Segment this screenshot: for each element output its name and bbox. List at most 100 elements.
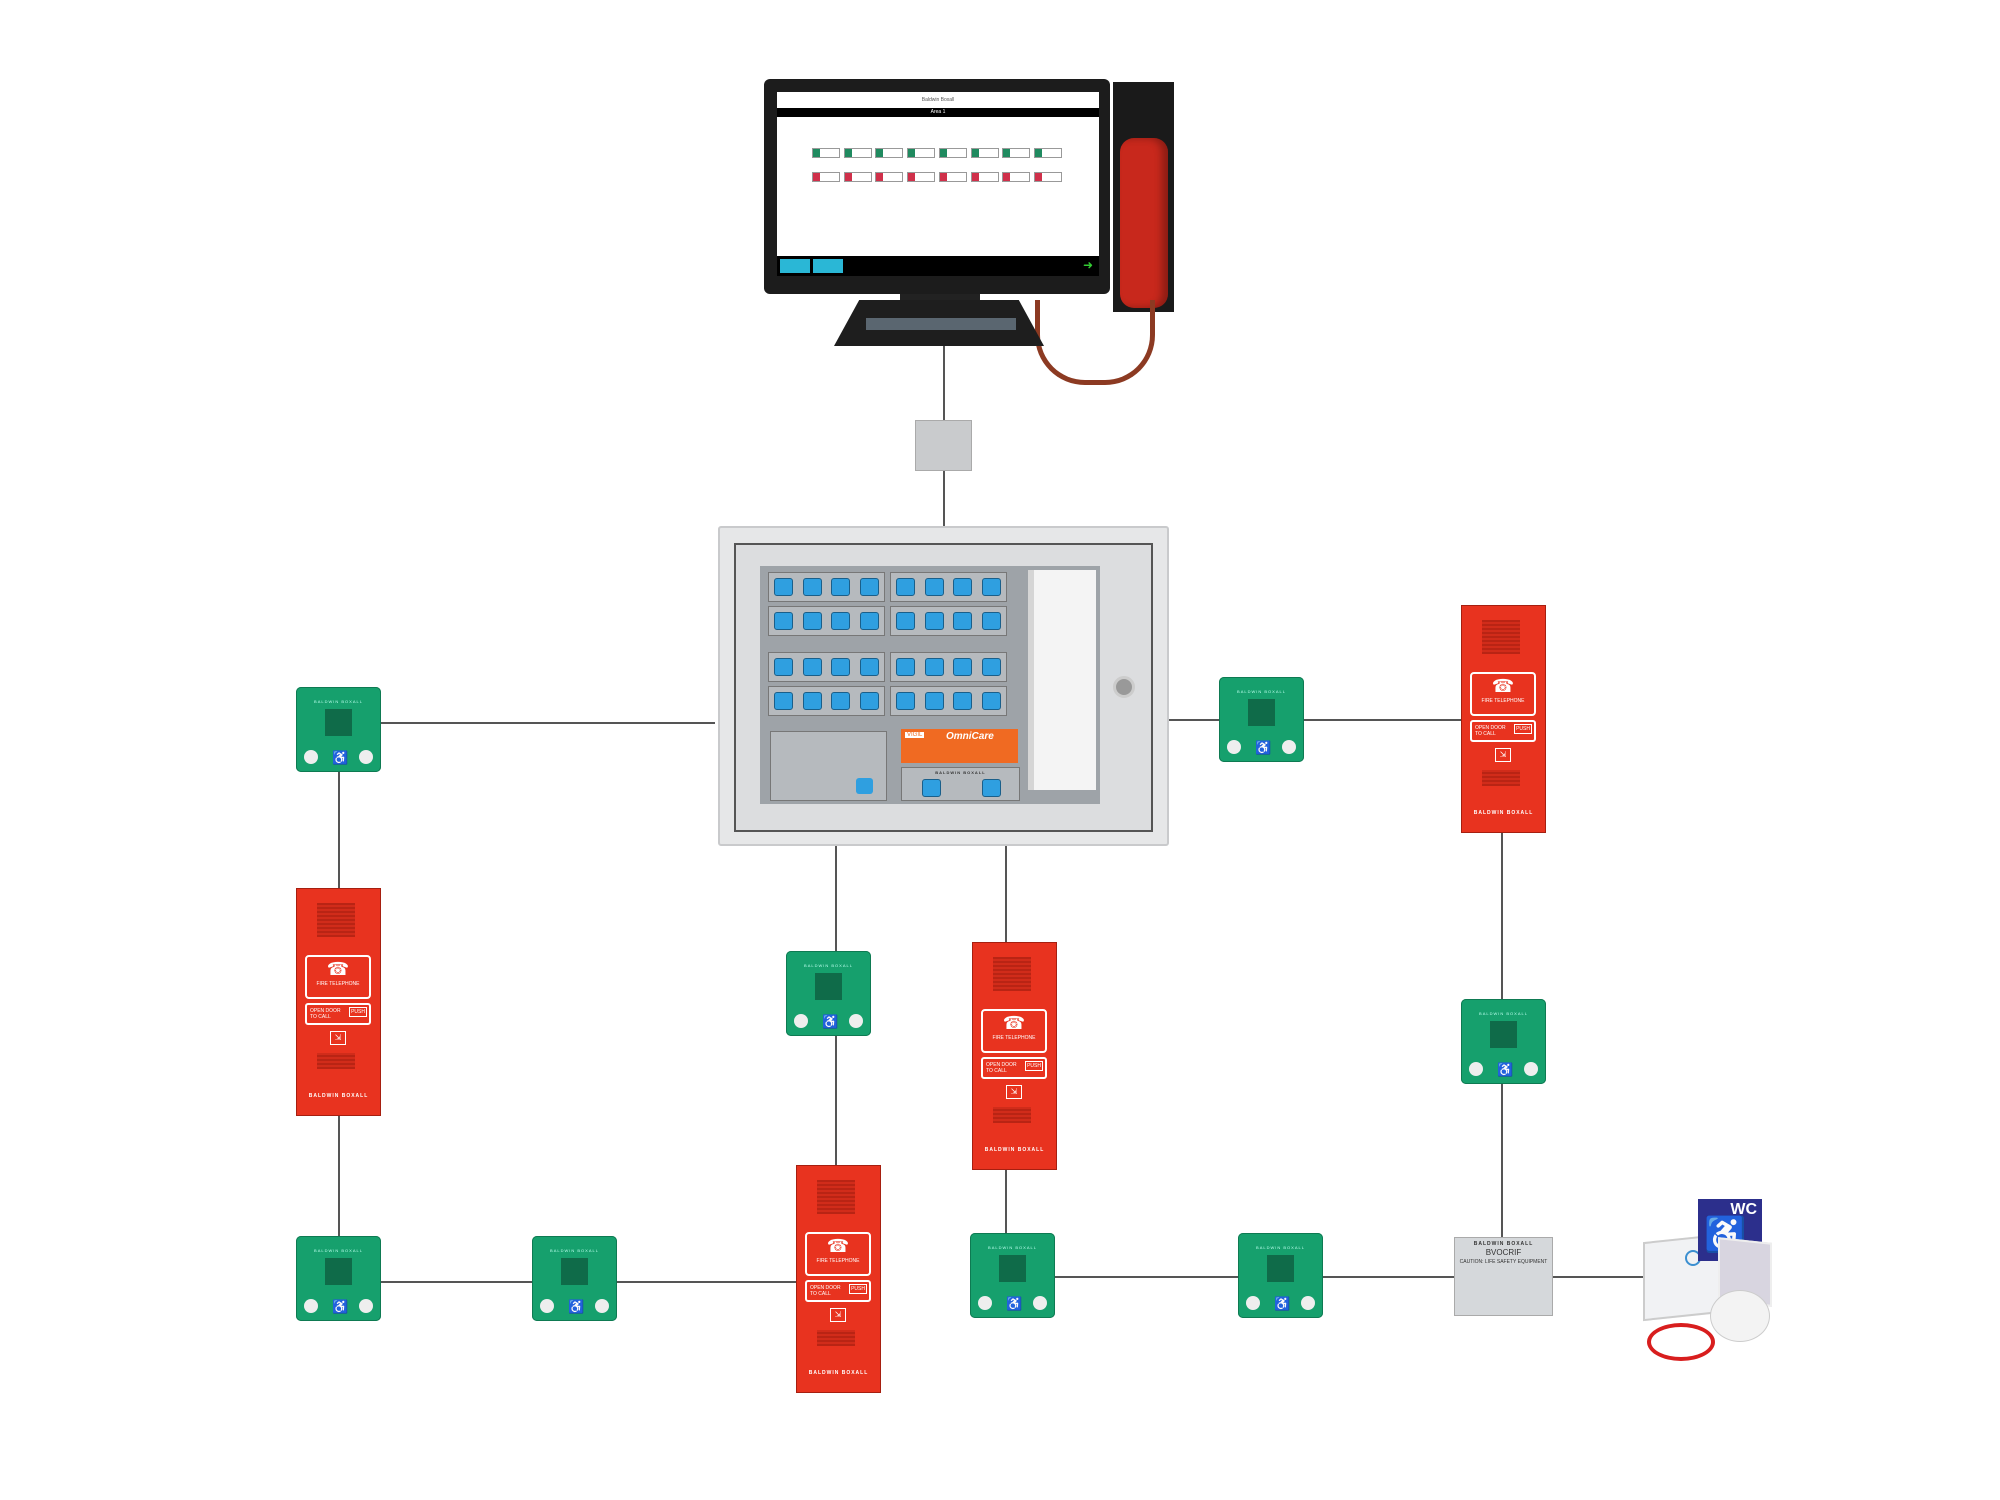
call-button[interactable] <box>794 1014 808 1028</box>
zone-button[interactable] <box>860 578 880 596</box>
zone-button[interactable] <box>953 692 973 710</box>
zone-button[interactable] <box>924 692 944 710</box>
zone-tile[interactable] <box>812 148 840 158</box>
key-lock-icon[interactable] <box>1113 676 1135 698</box>
fire-telephone-unit[interactable]: ☎ FIRE TELEPHONE OPEN DOOR TO CALL PUSH … <box>796 1165 881 1393</box>
zone-tile[interactable] <box>938 172 967 182</box>
talk-button[interactable] <box>1282 740 1296 754</box>
zone-button[interactable] <box>924 578 944 596</box>
red-handset[interactable] <box>1120 138 1168 308</box>
zone-tile[interactable] <box>875 172 904 182</box>
outstation-unit[interactable]: BALDWIN BOXALL ♿ <box>532 1236 617 1321</box>
outstation-unit[interactable]: BALDWIN BOXALL ♿ <box>296 1236 381 1321</box>
zone-button[interactable] <box>860 612 880 630</box>
monitor-screen[interactable]: Baldwin Boxall Area 1 ➜ <box>777 92 1099 276</box>
talk-button[interactable] <box>595 1299 609 1313</box>
zone-tile[interactable] <box>875 148 904 158</box>
outstation-unit[interactable]: BALDWIN BOXALL ♿ <box>296 687 381 772</box>
zone-button[interactable] <box>802 578 822 596</box>
zone-button[interactable] <box>953 578 973 596</box>
cable <box>381 722 715 724</box>
telephone-icon: ☎ <box>1491 676 1515 696</box>
wheelchair-icon: ♿ <box>1255 740 1272 755</box>
talk-button[interactable] <box>1033 1296 1047 1310</box>
zone-tile[interactable] <box>1002 148 1031 158</box>
zone-tile[interactable] <box>1033 148 1062 158</box>
zone-button[interactable] <box>831 658 851 676</box>
zone-button[interactable] <box>895 658 915 676</box>
call-button[interactable] <box>540 1299 554 1313</box>
panel-button[interactable] <box>982 779 1001 797</box>
zone-tile[interactable] <box>1002 172 1031 182</box>
talk-button[interactable] <box>1301 1296 1315 1310</box>
zone-button[interactable] <box>895 692 915 710</box>
unit-brand: BALDWIN BOXALL <box>988 1245 1037 1250</box>
outstation-unit[interactable]: BALDWIN BOXALL ♿ <box>970 1233 1055 1318</box>
call-button[interactable] <box>1469 1062 1483 1076</box>
panel-brand: BALDWIN BOXALL <box>935 770 986 775</box>
zone-button[interactable] <box>831 578 851 596</box>
zone-tile[interactable] <box>812 172 840 182</box>
zone-button[interactable] <box>773 692 793 710</box>
zone-button[interactable] <box>773 578 793 596</box>
panel-handset[interactable] <box>1028 570 1096 790</box>
fire-telephone-unit[interactable]: ☎ FIRE TELEPHONE OPEN DOOR TO CALL PUSH … <box>1461 605 1546 833</box>
call-button[interactable] <box>1246 1296 1260 1310</box>
pull-cord[interactable] <box>1647 1323 1715 1361</box>
screen-button-1[interactable] <box>780 259 810 273</box>
call-button[interactable] <box>978 1296 992 1310</box>
zone-tile[interactable] <box>970 172 999 182</box>
zone-button[interactable] <box>773 612 793 630</box>
zone-button[interactable] <box>895 612 915 630</box>
talk-button[interactable] <box>849 1014 863 1028</box>
zone-button[interactable] <box>802 612 822 630</box>
outstation-unit[interactable]: BALDWIN BOXALL ♿ <box>1461 999 1546 1084</box>
call-button[interactable] <box>304 1299 318 1313</box>
zone-button[interactable] <box>982 612 1002 630</box>
zone-button[interactable] <box>860 658 880 676</box>
fire-telephone-unit[interactable]: ☎ FIRE TELEPHONE OPEN DOOR TO CALL PUSH … <box>972 942 1057 1170</box>
open-door-label[interactable]: OPEN DOOR TO CALL PUSH <box>981 1057 1047 1079</box>
zone-button[interactable] <box>924 612 944 630</box>
zone-tile[interactable] <box>907 172 936 182</box>
panel-button[interactable] <box>856 778 873 794</box>
zone-button[interactable] <box>802 658 822 676</box>
outstation-unit[interactable]: BALDWIN BOXALL ♿ <box>1238 1233 1323 1318</box>
zone-button[interactable] <box>831 612 851 630</box>
zone-button[interactable] <box>895 578 915 596</box>
fire-telephone-unit[interactable]: ☎ FIRE TELEPHONE OPEN DOOR TO CALL PUSH … <box>296 888 381 1116</box>
outstation-unit[interactable]: BALDWIN BOXALL ♿ <box>786 951 871 1036</box>
unit-brand: BALDWIN BOXALL <box>550 1248 599 1253</box>
zone-button[interactable] <box>982 578 1002 596</box>
zone-button[interactable] <box>953 612 973 630</box>
zone-tile[interactable] <box>907 148 936 158</box>
zone-button[interactable] <box>802 692 822 710</box>
call-button[interactable] <box>1227 740 1241 754</box>
outstation-unit[interactable]: BALDWIN BOXALL ♿ <box>1219 677 1304 762</box>
zone-tile[interactable] <box>843 172 872 182</box>
talk-button[interactable] <box>1524 1062 1538 1076</box>
open-door-label[interactable]: OPEN DOOR TO CALL PUSH <box>305 1003 371 1025</box>
zone-button[interactable] <box>831 692 851 710</box>
zone-tile[interactable] <box>843 148 872 158</box>
zone-button[interactable] <box>982 658 1002 676</box>
open-door-label[interactable]: OPEN DOOR TO CALL PUSH <box>1470 720 1536 742</box>
zone-button[interactable] <box>860 692 880 710</box>
arrow-right-icon[interactable]: ➜ <box>1082 258 1093 272</box>
zone-tile[interactable] <box>970 148 999 158</box>
fire-telephone-sign: ☎ FIRE TELEPHONE <box>1470 672 1536 716</box>
call-button[interactable] <box>304 750 318 764</box>
wheelchair-icon: ♿ <box>1006 1296 1023 1311</box>
omnicare-label: VIGIL OmniCare <box>901 729 1018 763</box>
zone-button[interactable] <box>924 658 944 676</box>
zone-button[interactable] <box>982 692 1002 710</box>
zone-button[interactable] <box>773 658 793 676</box>
screen-button-2[interactable] <box>813 259 843 273</box>
zone-tile[interactable] <box>938 148 967 158</box>
zone-button[interactable] <box>953 658 973 676</box>
zone-tile[interactable] <box>1033 172 1062 182</box>
talk-button[interactable] <box>359 1299 373 1313</box>
open-door-label[interactable]: OPEN DOOR TO CALL PUSH <box>805 1280 871 1302</box>
talk-button[interactable] <box>359 750 373 764</box>
panel-button[interactable] <box>922 779 941 797</box>
